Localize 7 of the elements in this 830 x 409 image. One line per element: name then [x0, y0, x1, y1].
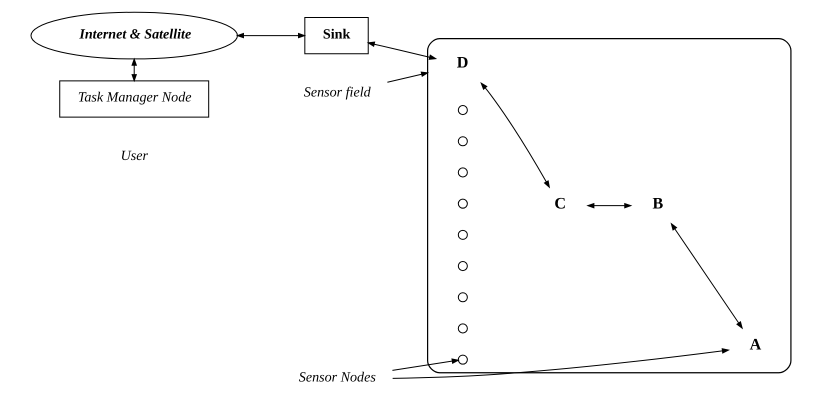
node-text: A [750, 336, 762, 354]
node-text: B [652, 195, 664, 212]
node-text: Sensor field [304, 84, 371, 101]
node-text: Sensor Nodes [298, 369, 376, 386]
label: User [120, 148, 148, 164]
node-text: D [456, 54, 468, 72]
node-text: C [554, 195, 566, 212]
